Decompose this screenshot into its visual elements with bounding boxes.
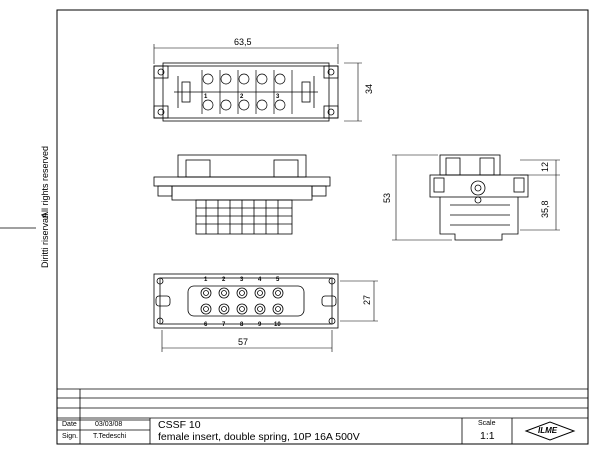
pin-label: 4 <box>258 277 262 283</box>
rights-reserved-it: Diritti riservati <box>40 213 50 268</box>
top-view-pin-3: 3 <box>276 94 280 100</box>
dimension-side-small: 12 <box>540 162 550 172</box>
scale-label: Scale <box>478 420 496 427</box>
pin-label: 8 <box>240 322 244 328</box>
dimension-side-lower: 35,8 <box>540 200 550 218</box>
pin-label: 1 <box>204 277 208 283</box>
pin-label: 7 <box>222 322 226 328</box>
top-view-dimension-lines <box>153 44 362 122</box>
scale-value: 1:1 <box>480 430 495 442</box>
bottom-view-pin-labels-top: 1 2 3 4 5 <box>204 277 280 283</box>
top-view-contacts <box>201 70 293 114</box>
side-view-dimension-lines <box>392 154 560 241</box>
bottom-view-pin-labels-bottom: 6 7 8 9 10 <box>204 322 281 328</box>
sign-value: T.Tedeschi <box>93 433 127 440</box>
side-view <box>429 154 529 241</box>
top-view <box>153 62 339 122</box>
pin-label: 10 <box>274 322 281 328</box>
dimension-bottom-height: 27 <box>362 295 372 305</box>
date-label: Date <box>62 421 77 428</box>
dimension-top-height: 34 <box>364 84 374 94</box>
dimension-side-height: 53 <box>382 193 392 203</box>
date-value: 03/03/08 <box>95 421 123 428</box>
top-view-pin-2: 2 <box>240 94 244 100</box>
product-code: CSSF 10 <box>158 419 201 431</box>
ilme-logo <box>524 421 576 441</box>
title-block-grid <box>57 388 588 444</box>
pin-label: 9 <box>258 322 262 328</box>
logo-text: ILME <box>538 426 558 435</box>
pin-label: 5 <box>276 277 280 283</box>
bottom-view <box>153 273 339 329</box>
dimension-top-width: 63,5 <box>234 37 252 47</box>
sign-label: Sign. <box>62 433 78 440</box>
pin-label: 6 <box>204 322 208 328</box>
product-description: female insert, double spring, 10P 16A 50… <box>158 431 360 443</box>
dimension-bottom-width: 57 <box>238 337 248 347</box>
pin-label: 2 <box>222 277 226 283</box>
rights-reserved-en: All rights reserved <box>40 145 50 218</box>
top-view-pin-1: 1 <box>204 94 208 100</box>
bottom-view-dimension-lines <box>161 280 378 352</box>
front-view <box>153 154 331 235</box>
drawing-frame <box>56 9 589 445</box>
pin-label: 3 <box>240 277 244 283</box>
